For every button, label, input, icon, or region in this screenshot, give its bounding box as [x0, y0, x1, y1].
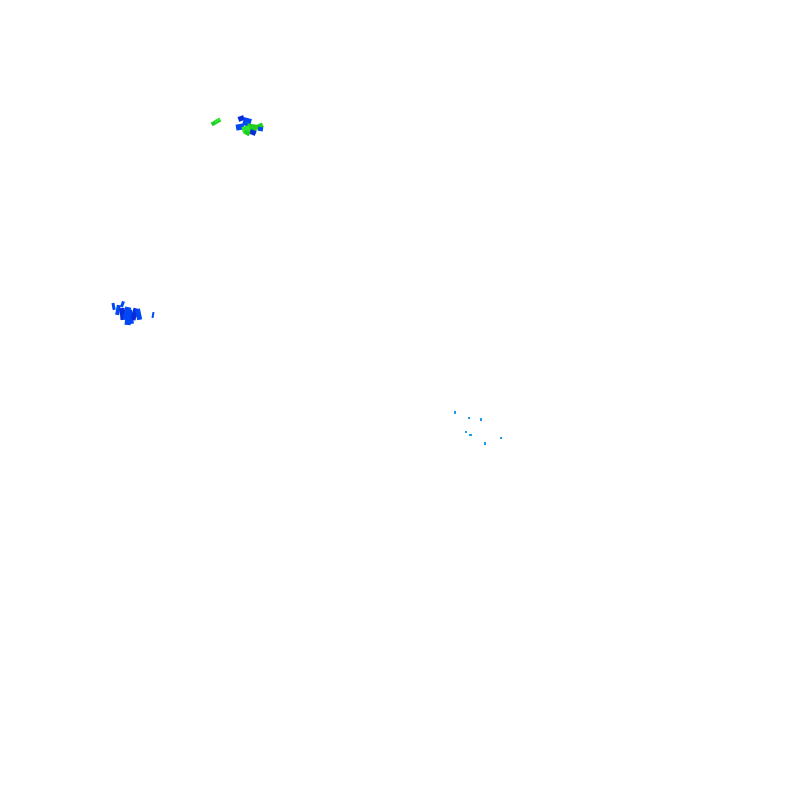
cyan-specks — [454, 411, 502, 445]
green-fragment — [210, 117, 222, 127]
blue-cluster — [111, 300, 155, 326]
blue-green-cluster — [235, 115, 264, 137]
